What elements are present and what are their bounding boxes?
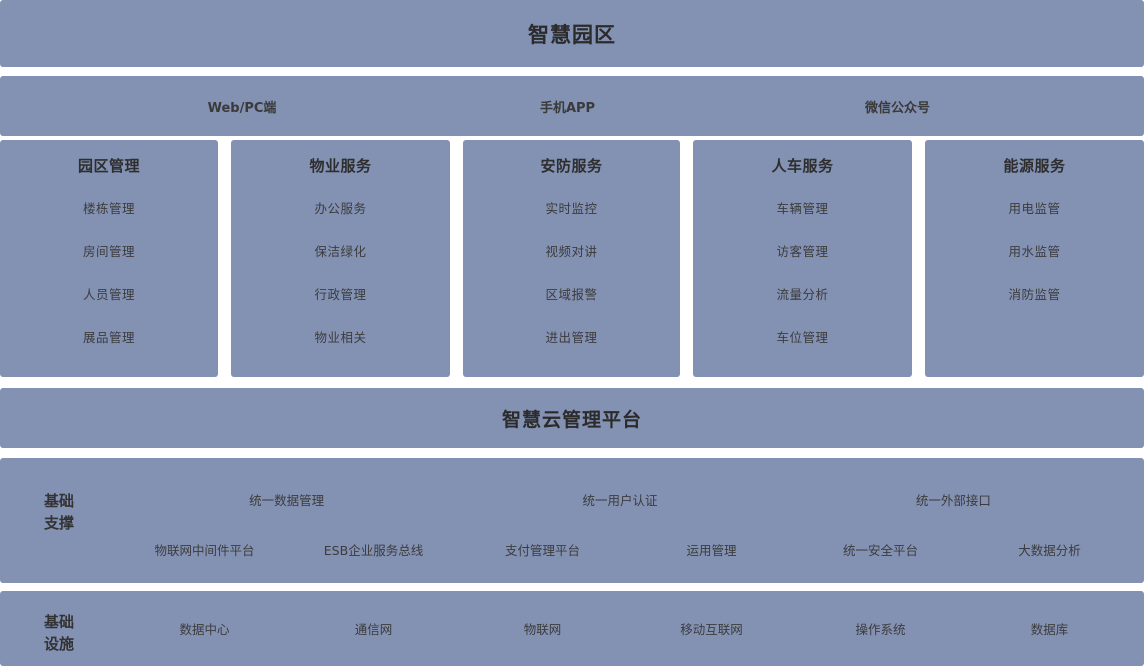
- support-item[interactable]: 物联网中间件平台: [154, 542, 255, 558]
- module-item[interactable]: 行政管理: [314, 287, 367, 302]
- module-item[interactable]: 保洁绿化: [314, 244, 367, 259]
- module-item[interactable]: 用电监管: [1008, 201, 1061, 216]
- channel-item-wechat-official[interactable]: 微信公众号: [864, 100, 930, 116]
- support-item[interactable]: 统一数据管理: [249, 492, 325, 508]
- cloud-platform-band: 智慧云管理平台: [0, 388, 1144, 448]
- module-item[interactable]: 车辆管理: [776, 201, 829, 216]
- module-card-property-service[interactable]: 物业服务 办公服务 保洁绿化 行政管理 物业相关: [231, 140, 450, 377]
- module-card-title: 人车服务: [771, 157, 834, 175]
- module-card-people-vehicle-service[interactable]: 人车服务 车辆管理 访客管理 流量分析 车位管理: [693, 140, 912, 377]
- channel-item-mobile-app[interactable]: 手机APP: [539, 100, 596, 116]
- module-item[interactable]: 区域报警: [545, 287, 598, 302]
- access-channel-band: Web/PC端 手机APP 微信公众号: [0, 76, 1144, 136]
- module-card-security-service[interactable]: 安防服务 实时监控 视频对讲 区域报警 进出管理: [463, 140, 680, 377]
- module-item[interactable]: 进出管理: [545, 330, 598, 345]
- infrastructure-label: 基础设施: [43, 613, 74, 653]
- service-modules-row: 园区管理 楼栋管理 房间管理 人员管理 展品管理 物业服务 办公服务 保洁绿化 …: [0, 140, 1144, 377]
- diagram-title-band: 智慧园区: [0, 0, 1144, 67]
- base-support-label: 基础支撑: [43, 492, 74, 532]
- module-item[interactable]: 楼栋管理: [82, 201, 135, 216]
- module-item[interactable]: 物业相关: [314, 330, 367, 345]
- base-support-top-row: 统一数据管理 统一用户认证 统一外部接口: [120, 488, 1120, 510]
- support-item[interactable]: 运用管理: [686, 542, 737, 558]
- module-card-title: 物业服务: [309, 157, 372, 175]
- module-card-title: 安防服务: [540, 157, 603, 175]
- infrastructure-items-row: 数据中心 通信网 物联网 移动互联网 操作系统 数据库: [120, 591, 1134, 666]
- module-card-title: 园区管理: [77, 157, 140, 175]
- module-item[interactable]: 人员管理: [82, 287, 135, 302]
- channel-item-web-pc[interactable]: Web/PC端: [207, 100, 277, 116]
- module-card-energy-service[interactable]: 能源服务 用电监管 用水监管 消防监管: [925, 140, 1144, 377]
- base-support-bottom-row: 物联网中间件平台 ESB企业服务总线 支付管理平台 运用管理 统一安全平台 大数…: [120, 538, 1134, 560]
- infrastructure-item[interactable]: 通信网: [354, 622, 393, 637]
- page-title: 智慧园区: [528, 22, 616, 47]
- support-item[interactable]: 统一安全平台: [842, 542, 918, 558]
- infrastructure-item[interactable]: 数据中心: [179, 622, 230, 637]
- support-item[interactable]: 统一用户认证: [582, 492, 658, 508]
- module-item[interactable]: 实时监控: [545, 201, 598, 216]
- infrastructure-item[interactable]: 移动互联网: [680, 622, 743, 637]
- support-item[interactable]: 大数据分析: [1018, 542, 1081, 558]
- support-item[interactable]: 支付管理平台: [504, 542, 580, 558]
- infrastructure-band: 基础设施 数据中心 通信网 物联网 移动互联网 操作系统 数据库: [0, 591, 1144, 666]
- module-item[interactable]: 车位管理: [776, 330, 829, 345]
- module-item[interactable]: 房间管理: [82, 244, 135, 259]
- module-item[interactable]: 办公服务: [314, 201, 367, 216]
- module-card-park-management[interactable]: 园区管理 楼栋管理 房间管理 人员管理 展品管理: [0, 140, 218, 377]
- module-card-title: 能源服务: [1003, 157, 1066, 175]
- support-item[interactable]: 统一外部接口: [915, 492, 991, 508]
- infrastructure-item[interactable]: 数据库: [1030, 622, 1069, 637]
- module-item[interactable]: 访客管理: [776, 244, 829, 259]
- module-item[interactable]: 消防监管: [1008, 287, 1061, 302]
- module-item[interactable]: 视频对讲: [545, 244, 598, 259]
- support-item[interactable]: ESB企业服务总线: [323, 542, 424, 558]
- infrastructure-item[interactable]: 物联网: [523, 622, 562, 637]
- module-item[interactable]: 展品管理: [82, 330, 135, 345]
- base-support-band: 基础支撑 统一数据管理 统一用户认证 统一外部接口 物联网中间件平台 ESB企业…: [0, 458, 1144, 583]
- infrastructure-item[interactable]: 操作系统: [855, 622, 906, 637]
- module-item[interactable]: 流量分析: [776, 287, 829, 302]
- module-item[interactable]: 用水监管: [1008, 244, 1061, 259]
- cloud-platform-title: 智慧云管理平台: [501, 408, 642, 431]
